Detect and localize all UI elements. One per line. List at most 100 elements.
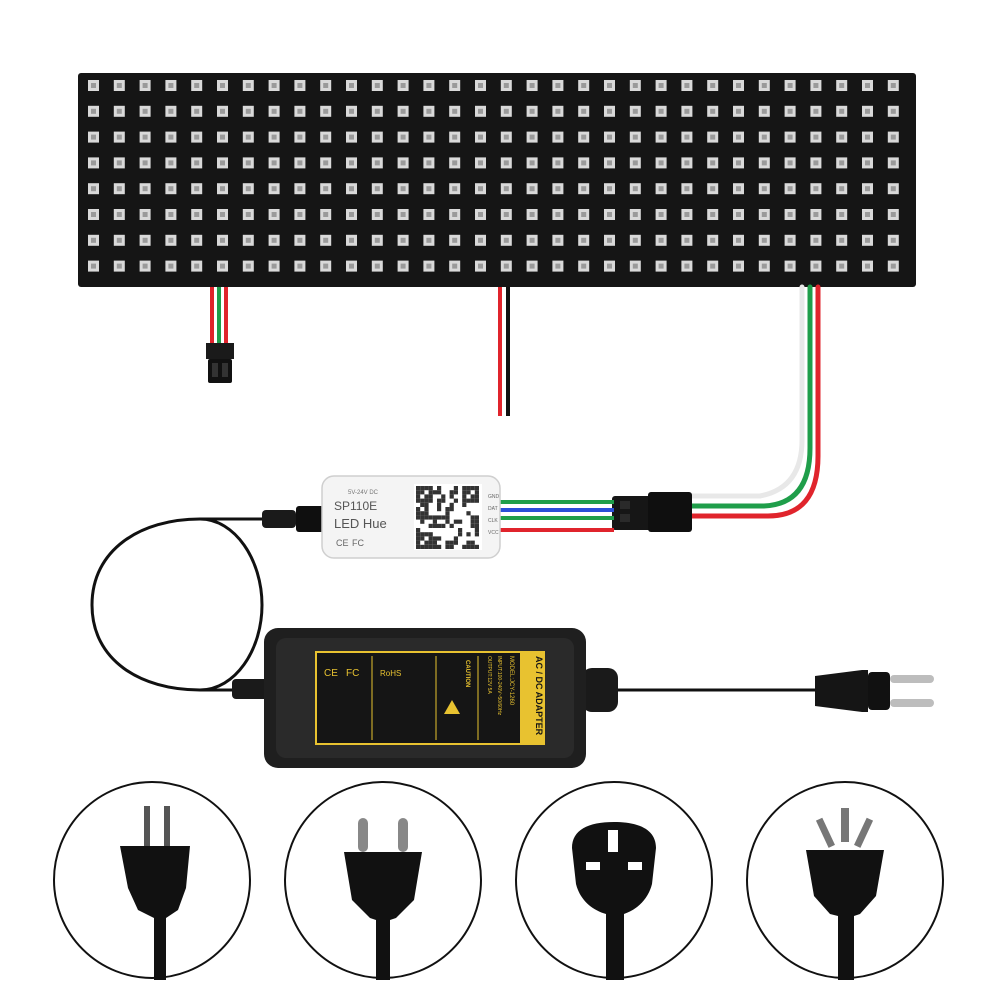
led-chip-center (865, 186, 870, 192)
led-chip-center (400, 186, 406, 192)
led-chip-center (452, 237, 458, 243)
qr-module (428, 536, 433, 541)
led-chip-center (607, 83, 612, 88)
led-chip-center (271, 160, 277, 166)
qr-module (470, 494, 475, 499)
led-chip-center (245, 108, 251, 114)
led-chip-center (658, 212, 664, 217)
led-chip-center (116, 134, 122, 140)
led-chip-center (736, 108, 741, 114)
led-chip-center (581, 108, 587, 114)
qr-module (453, 498, 458, 503)
led-chip-center (503, 212, 509, 217)
led-chip-center (787, 212, 793, 217)
led-chip-center (91, 212, 96, 217)
led-chip-center (271, 186, 277, 192)
qr-module (432, 523, 437, 528)
led-chip-center (813, 263, 819, 269)
led-chip-center (839, 134, 845, 140)
led-chip-center (607, 212, 612, 217)
qr-module (420, 502, 425, 507)
qr-module (424, 507, 429, 512)
led-chip-center (787, 263, 793, 269)
led-chip-center (349, 108, 354, 114)
led-chip-center (400, 160, 406, 166)
qr-module (470, 486, 475, 491)
dc-cable (90, 517, 266, 692)
led-grid (88, 80, 899, 272)
led-chip-center (684, 134, 690, 140)
led-chip-center (839, 237, 845, 243)
led-chip-center (684, 186, 690, 192)
qr-module (416, 511, 421, 516)
led-chip-center (168, 160, 174, 166)
led-chip-center (813, 83, 819, 88)
led-chip-center (349, 212, 354, 217)
led-chip-center (116, 186, 122, 192)
led-chip-center (194, 212, 200, 217)
adapter-title: AC / DC ADAPTER (534, 656, 544, 736)
led-chip-center (349, 83, 354, 88)
led-chip-center (890, 160, 896, 166)
qr-module (416, 490, 421, 495)
led-chip-center (220, 83, 225, 88)
led-chip-center (194, 160, 200, 166)
qr-module (441, 515, 446, 520)
led-chip-center (478, 83, 483, 88)
led-chip-center (374, 83, 380, 88)
led-chip-center (839, 160, 845, 166)
qr-module (424, 544, 429, 549)
led-chip-center (245, 134, 251, 140)
led-chip-center (426, 83, 432, 88)
led-chip-center (607, 263, 612, 269)
led-chip-center (839, 212, 845, 217)
led-chip-center (271, 83, 277, 88)
led-chip-center (142, 134, 148, 140)
qr-module (474, 523, 479, 528)
qr-module (462, 502, 467, 507)
led-chip-center (529, 134, 535, 140)
led-chip-center (839, 263, 845, 269)
led-chip-center (142, 237, 148, 243)
led-chip-center (142, 212, 148, 217)
led-chip-center (478, 186, 483, 192)
qr-module (437, 515, 442, 520)
led-chip-center (503, 134, 509, 140)
led-chip-center (452, 134, 458, 140)
led-chip-center (555, 186, 561, 192)
plug-circle-eu (284, 781, 482, 980)
led-chip-center (761, 263, 767, 269)
uk-plug-icon (572, 822, 656, 980)
led-chip-center (168, 263, 174, 269)
led-chip-center (323, 83, 329, 88)
led-chip-center (220, 263, 225, 269)
power-adapter (264, 628, 815, 768)
qr-module (466, 544, 471, 549)
led-chip-center (658, 108, 664, 114)
led-matrix-panel (78, 73, 916, 287)
qr-module (432, 536, 437, 541)
qr-module (437, 502, 442, 507)
qr-module (474, 486, 479, 491)
led-chip-center (736, 186, 741, 192)
controller-brand-label: LED Hue (334, 516, 387, 531)
led-chip-center (91, 83, 96, 88)
adapter-caution: CAUTION (464, 660, 470, 687)
right-output-wires (687, 284, 821, 519)
led-chip-center (400, 212, 406, 217)
controller-pin-clk: CLK (488, 518, 498, 524)
led-chip-center (297, 212, 303, 217)
adapter-rohs-mark: RoHS (380, 669, 401, 678)
qr-module (462, 498, 467, 503)
led-chip-center (142, 83, 148, 88)
led-chip-center (632, 134, 638, 140)
led-chip-center (787, 237, 793, 243)
qr-module (470, 519, 475, 524)
led-chip-center (478, 108, 483, 114)
led-chip-center (890, 212, 896, 217)
panel-board (78, 73, 916, 287)
led-chip-center (426, 237, 432, 243)
controller-pin-gnd: GND (488, 494, 500, 500)
led-chip-center (890, 263, 896, 269)
led-chip-center (710, 263, 716, 269)
